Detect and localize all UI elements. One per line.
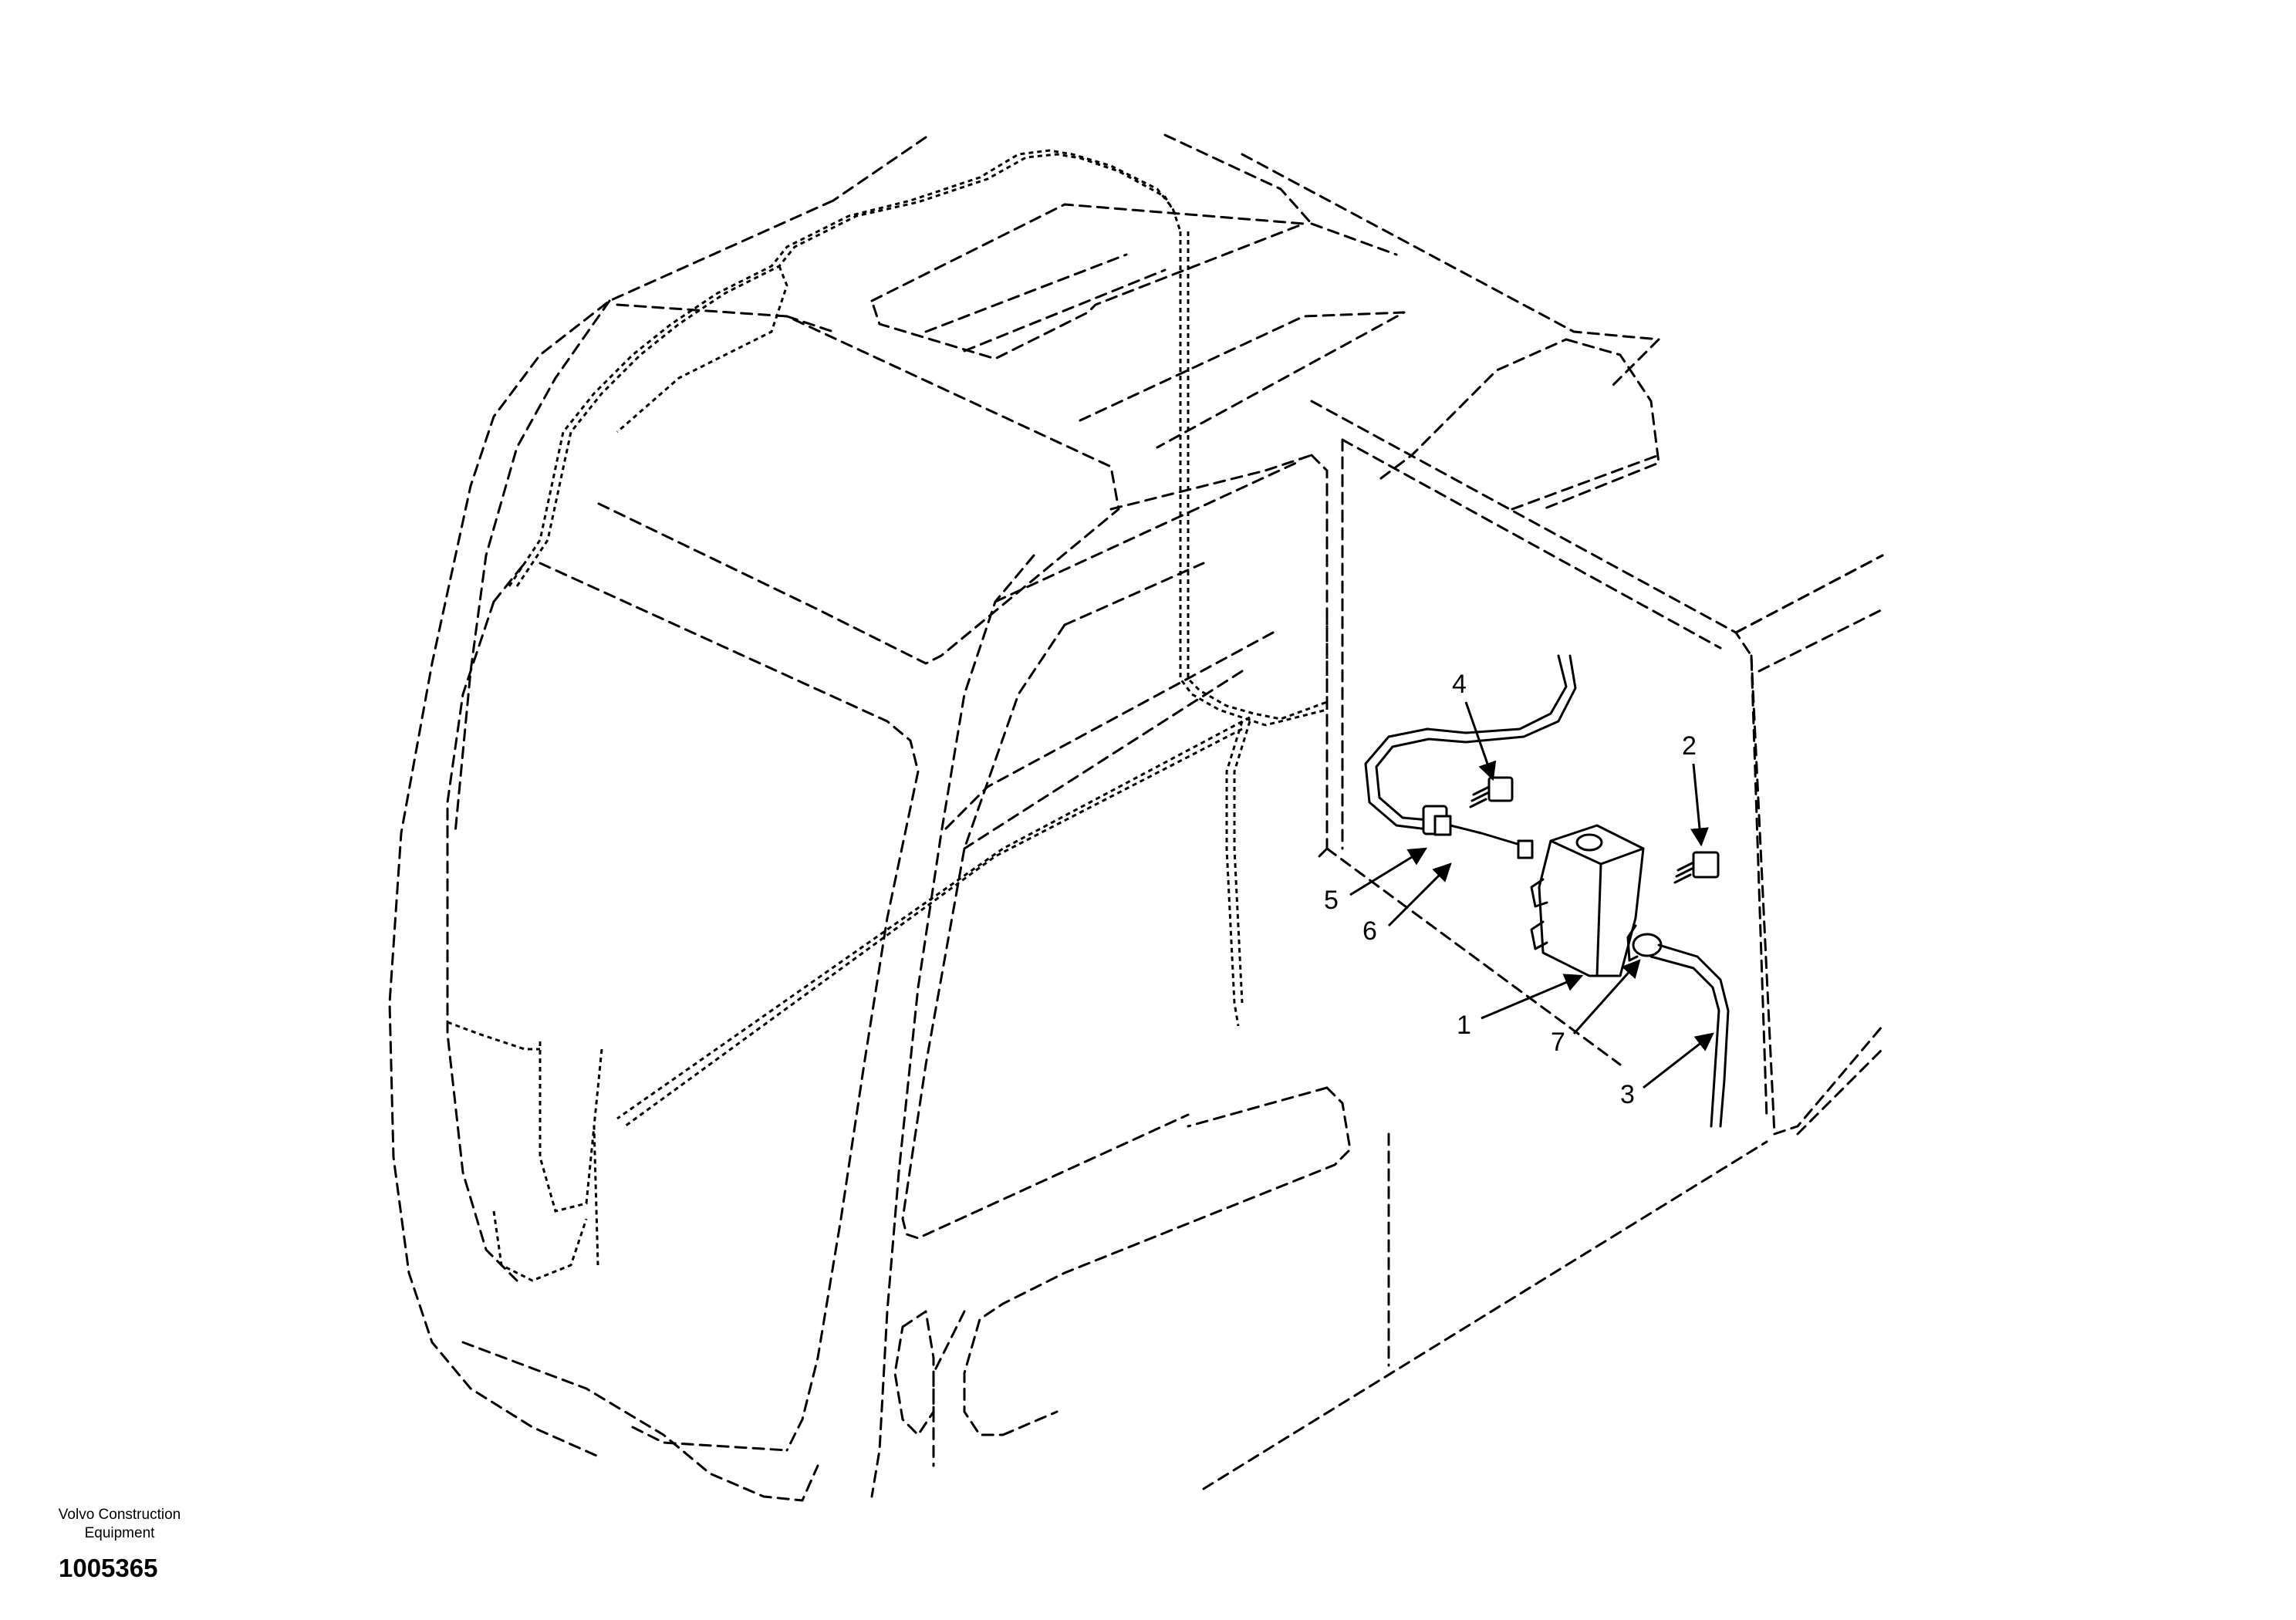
callouts: 1 2 3 4 5 6 7 bbox=[1324, 670, 1714, 1109]
callout-4: 4 bbox=[1452, 670, 1497, 781]
cab-outline bbox=[388, 133, 1884, 1502]
bolt-2 bbox=[1673, 851, 1720, 884]
callout-7: 7 bbox=[1551, 959, 1641, 1057]
brand-line-1: Volvo Construction bbox=[58, 1507, 181, 1523]
svg-text:1: 1 bbox=[1457, 1011, 1471, 1040]
svg-text:3: 3 bbox=[1620, 1080, 1635, 1109]
upper-hose bbox=[1364, 654, 1577, 859]
svg-text:6: 6 bbox=[1362, 916, 1377, 946]
callout-1: 1 bbox=[1457, 974, 1584, 1040]
figure-number: 1005365 bbox=[59, 1554, 158, 1582]
svg-text:5: 5 bbox=[1324, 886, 1339, 915]
bolt-4 bbox=[1469, 776, 1514, 808]
brand-line-2: Equipment bbox=[84, 1525, 155, 1541]
svg-text:2: 2 bbox=[1682, 731, 1697, 761]
svg-text:7: 7 bbox=[1551, 1028, 1565, 1057]
callout-3: 3 bbox=[1620, 1032, 1714, 1109]
callout-2: 2 bbox=[1682, 731, 1709, 847]
brand-label: Volvo Construction Equipment bbox=[31, 1506, 208, 1543]
svg-text:4: 4 bbox=[1452, 670, 1467, 699]
washer-hose bbox=[1632, 933, 1730, 1128]
callout-5: 5 bbox=[1324, 847, 1428, 915]
callout-6: 6 bbox=[1362, 862, 1452, 946]
wiring-harness bbox=[447, 149, 1329, 1282]
washer-tank bbox=[1530, 824, 1645, 977]
